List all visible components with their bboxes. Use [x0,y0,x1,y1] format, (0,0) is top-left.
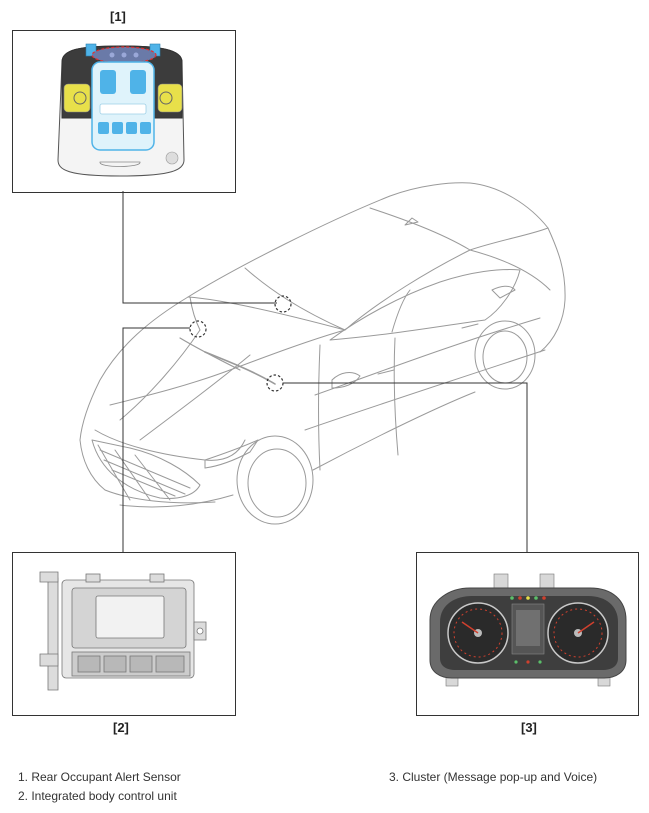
marker-body-control-unit [189,320,207,338]
legend-right: 3. Cluster (Message pop-up and Voice) [389,768,597,787]
legend-left: 1. Rear Occupant Alert Sensor 2. Integra… [18,768,181,806]
legend-item-2: 2. Integrated body control unit [18,789,177,803]
legend-item-3: 3. Cluster (Message pop-up and Voice) [389,770,598,784]
callout-tag-2: [2] [113,720,129,735]
callout-tag-3: [3] [521,720,537,735]
marker-sensor [274,295,292,313]
cluster-illustration [429,573,627,687]
marker-cluster [266,374,284,392]
rear-occupant-alert-sensor-illustration [57,43,185,177]
legend-item-1: 1. Rear Occupant Alert Sensor [18,770,181,784]
leader-lines [122,191,528,552]
callout-tag-1: [1] [110,9,126,24]
car-illustration [79,182,566,525]
integrated-body-control-unit-illustration [39,571,207,691]
location-markers [189,295,292,392]
